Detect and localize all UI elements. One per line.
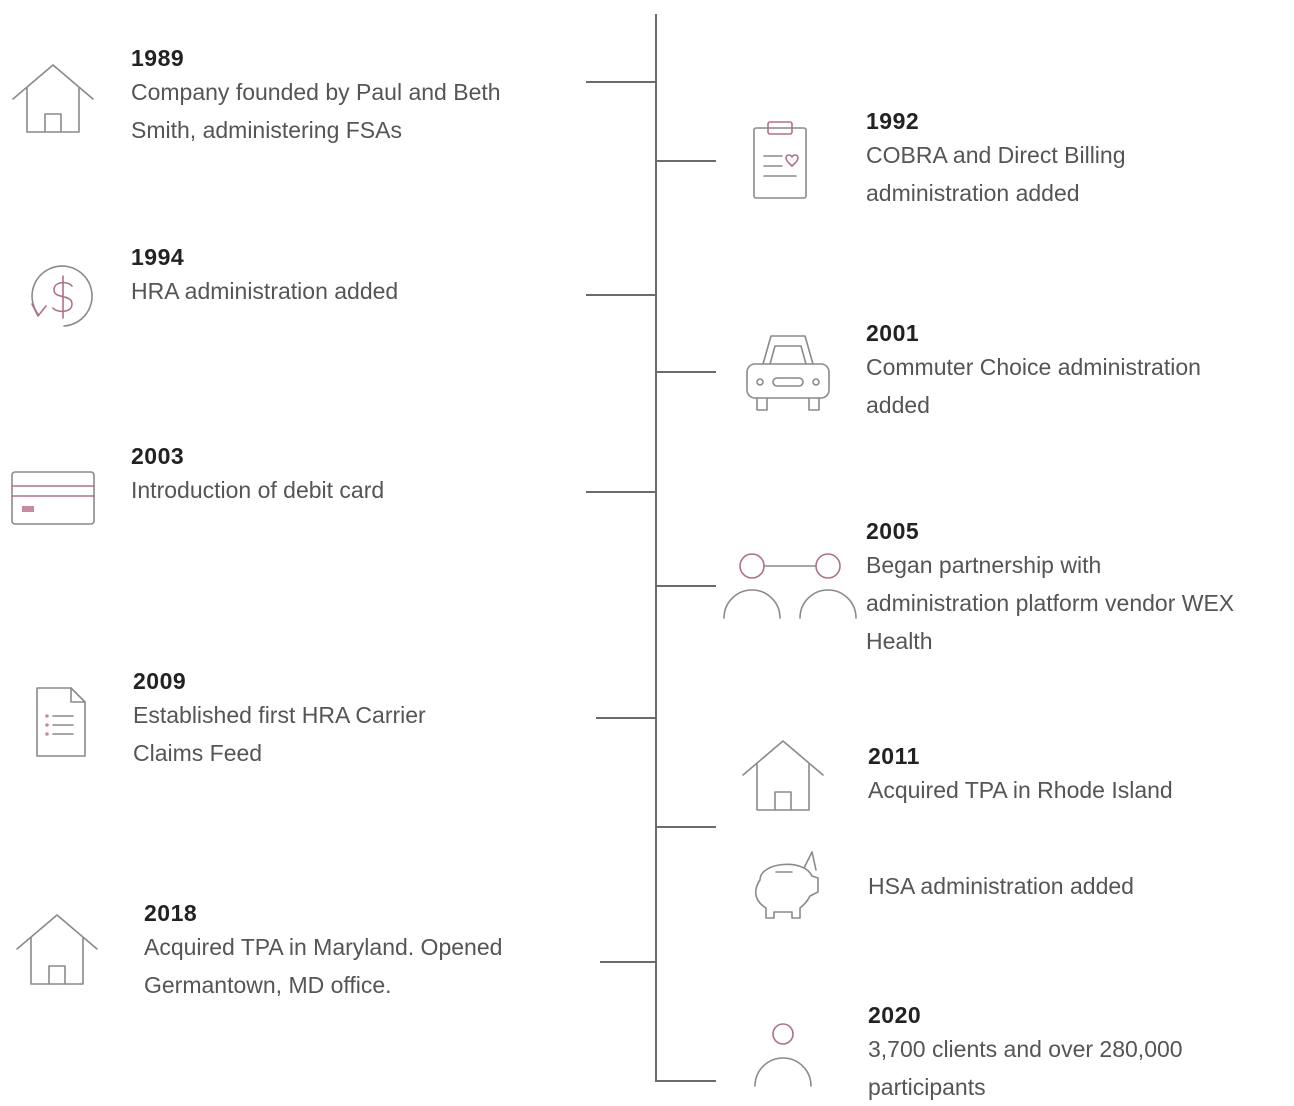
event-2018: 2018 Acquired TPA in Maryland. Opened Ge… [144,898,502,1004]
event-1994: 1994 HRA administration added [131,242,398,310]
person-icon [752,1022,814,1088]
event-year: 2003 [131,443,185,469]
dollar-refresh-icon [24,262,96,332]
people-connected-icon [720,552,860,622]
event-1992: 1992 COBRA and Direct Billing administra… [866,106,1126,212]
event-year: 1992 [866,108,920,134]
event-description-line: Acquired TPA in Maryland. Opened [144,934,503,960]
event-year: 1989 [131,45,185,71]
connector-2001 [656,371,716,373]
event-description-line: Acquired TPA in Rhode Island [868,777,1173,803]
event-description-line: administration platform vendor WEX [866,590,1235,616]
event-description-line: participants [868,1074,986,1100]
event-year: 2020 [868,1002,922,1028]
event-description-line: COBRA and Direct Billing [866,142,1126,168]
event-2005: 2005 Began partnership with administrati… [866,516,1234,660]
event-year: 1994 [131,244,185,270]
event-description-line: Claims Feed [133,740,263,766]
event-description-line: Introduction of debit card [131,477,385,503]
event-1989: 1989 Company founded by Paul and Beth Sm… [131,43,501,149]
connector-1994 [586,294,656,296]
event-hsa: HSA administration added [868,867,1134,905]
event-2009: 2009 Established first HRA Carrier Claim… [133,666,426,772]
connector-2003 [586,491,656,493]
credit-card-icon [10,470,96,528]
event-year: 2001 [866,320,920,346]
connector-2011 [656,826,716,828]
event-description-line: Commuter Choice administration [866,354,1201,380]
event-description-line: added [866,392,930,418]
connector-2005 [656,585,716,587]
connector-1992 [656,160,716,162]
house-icon [10,62,96,138]
event-2003: 2003 Introduction of debit card [131,441,384,509]
house-icon [14,912,100,988]
event-2001: 2001 Commuter Choice administration adde… [866,318,1201,424]
event-description-line: Smith, administering FSAs [131,117,402,143]
event-description-line: HSA administration added [868,873,1134,899]
timeline-axis [655,14,657,1082]
event-description-line: administration added [866,180,1080,206]
piggy-bank-icon [746,848,824,922]
event-year: 2005 [866,518,920,544]
event-description-line: 3,700 clients and over 280,000 [868,1036,1183,1062]
connector-2018 [600,961,656,963]
document-list-icon [35,686,87,758]
event-description-line: Germantown, MD office. [144,972,392,998]
event-description-line: Established first HRA Carrier [133,702,426,728]
event-year: 2011 [868,743,920,769]
clipboard-heart-icon [752,120,808,200]
event-year: 2009 [133,668,187,694]
event-year: 2018 [144,900,198,926]
event-description-line: Health [866,628,933,654]
event-2020: 2020 3,700 clients and over 280,000 part… [868,1000,1183,1106]
connector-2009 [596,717,656,719]
event-description-line: HRA administration added [131,278,399,304]
event-description-line: Began partnership with [866,552,1102,578]
event-description-line: Company founded by Paul and Beth [131,79,501,105]
connector-1989 [586,81,656,83]
house-icon [740,738,826,814]
car-icon [745,330,831,412]
event-2011: 2011 Acquired TPA in Rhode Island [868,741,1173,809]
connector-2020 [656,1080,716,1082]
